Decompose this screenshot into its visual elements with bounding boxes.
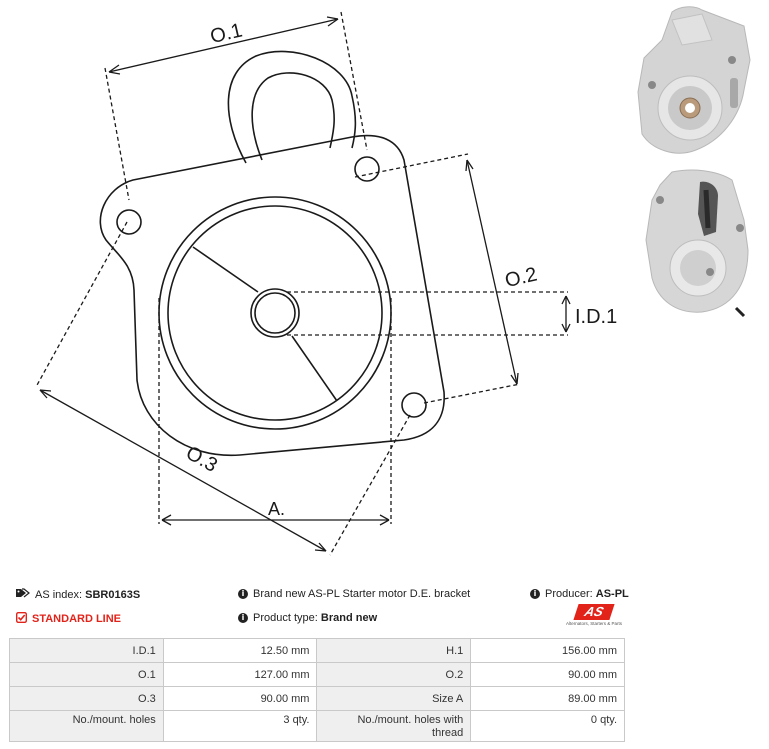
product-type: i Product type: Brand new	[238, 612, 377, 624]
table-row: O.3 90.00 mm Size A 89.00 mm	[9, 686, 625, 711]
spec-label: No./mount. holes	[9, 710, 164, 742]
bushing-outer	[250, 288, 300, 338]
spec-value: 0 qty.	[470, 710, 625, 742]
bore-outer	[158, 196, 392, 430]
line-label: STANDARD LINE	[32, 613, 122, 625]
bore-cutaway	[192, 246, 338, 402]
logo-tagline: Alternators, Starters & Parts	[565, 621, 623, 626]
producer-value: AS-PL	[595, 588, 629, 600]
as-index-value: SBR0163S	[85, 588, 141, 601]
dim-label-id1: I.D.1	[575, 306, 617, 328]
spec-label: H.1	[316, 638, 472, 663]
logo-mark: AS	[573, 604, 615, 620]
spec-value: 89.00 mm	[470, 686, 625, 711]
spec-label: O.3	[9, 686, 164, 711]
dim-label-o1: O.1	[208, 19, 244, 48]
product-line: STANDARD LINE	[15, 611, 122, 626]
technical-drawing: O.1 O.2 O.3 A. I.D.1	[35, 11, 617, 556]
table-row: I.D.1 12.50 mm H.1 156.00 mm	[9, 638, 625, 663]
tags-icon	[16, 588, 30, 601]
type-value: Brand new	[320, 612, 378, 624]
check-square-icon	[15, 611, 28, 626]
spec-label: I.D.1	[9, 638, 164, 663]
product-photo-1	[637, 6, 751, 154]
dim-label-a: A.	[268, 499, 285, 519]
producer: i Producer: AS-PL	[530, 588, 629, 600]
info-circle-icon: i	[530, 589, 540, 599]
as-pl-logo: AS Alternators, Starters & Parts	[563, 604, 625, 630]
dim-label-o2: O.2	[503, 263, 539, 292]
table-row: O.1 127.00 mm O.2 90.00 mm	[9, 662, 625, 687]
table-row: No./mount. holes 3 qty. No./mount. holes…	[9, 710, 625, 742]
specs-table: I.D.1 12.50 mm H.1 156.00 mm O.1 127.00 …	[9, 638, 625, 742]
product-photos	[637, 6, 751, 318]
type-label: Product type:	[253, 612, 318, 624]
bracket-flange	[99, 134, 445, 457]
mount-hole-3	[401, 392, 427, 418]
spec-label: O.2	[316, 662, 472, 687]
spec-label: Size A	[316, 686, 472, 711]
info-circle-icon: i	[238, 589, 248, 599]
bracket-handle-inner	[251, 72, 335, 161]
product-photo-2	[645, 169, 749, 318]
producer-label: Producer:	[545, 588, 593, 600]
description-text: Brand new AS-PL Starter motor D.E. brack…	[253, 588, 471, 600]
product-description: i Brand new AS-PL Starter motor D.E. bra…	[238, 588, 470, 600]
spec-value: 90.00 mm	[162, 686, 318, 711]
as-index: AS index: SBR0163S	[16, 588, 140, 601]
spec-value: 3 qty.	[162, 710, 318, 742]
spec-value: 156.00 mm	[470, 638, 625, 663]
bushing-inner	[254, 292, 296, 334]
spec-label: No./mount. holes with thread	[316, 710, 472, 742]
mount-hole-1	[116, 209, 142, 235]
as-index-label: AS index:	[35, 588, 83, 601]
spec-value: 90.00 mm	[470, 662, 625, 687]
info-circle-icon: i	[238, 613, 248, 623]
spec-value: 127.00 mm	[162, 662, 318, 687]
bracket-handle	[227, 50, 357, 164]
spec-label: O.1	[9, 662, 164, 687]
spec-value: 12.50 mm	[162, 638, 318, 663]
bore-mid	[167, 205, 383, 421]
mount-hole-2	[354, 156, 380, 182]
